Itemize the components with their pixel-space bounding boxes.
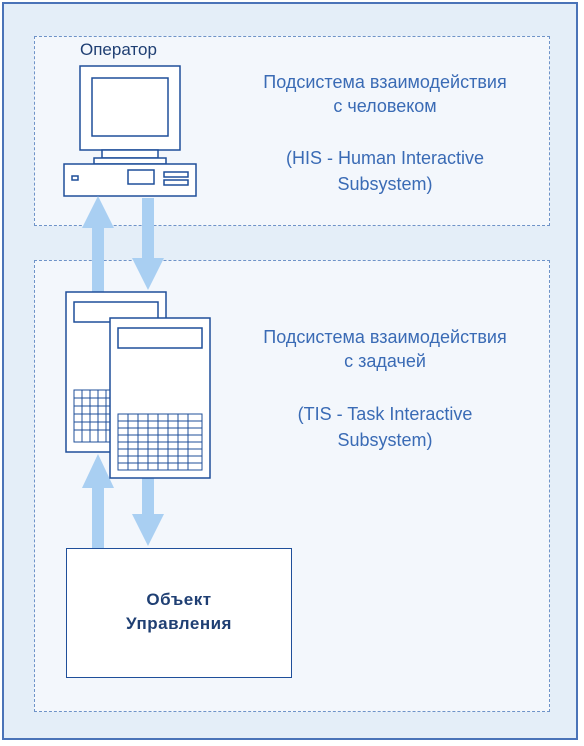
server-front-icon	[109, 317, 211, 479]
arrow-down-his	[132, 198, 164, 290]
arrow-up-his	[82, 196, 114, 296]
arrow-up-tis	[82, 454, 114, 552]
tis-title-line2: с задачей	[344, 351, 426, 371]
control-object-box	[66, 548, 292, 678]
monitor-neck	[101, 149, 159, 159]
his-title-line1: Подсистема взаимодействия	[263, 72, 507, 92]
computer-icon	[63, 65, 197, 197]
tis-english-line2: Subsystem)	[337, 430, 433, 450]
arrows	[82, 196, 164, 552]
slot-2	[163, 179, 189, 186]
his-english-line1: (HIS - Human Interactive	[285, 148, 485, 168]
his-english-line2: Subsystem)	[337, 174, 433, 194]
monitor-stand	[93, 157, 167, 165]
control-object-label-line1: Объект	[146, 590, 212, 609]
control-object-label-line2: Управления	[126, 614, 232, 633]
his-title-line2: с человеком	[333, 96, 437, 116]
tis-title-line1: Подсистема взаимодействия	[263, 327, 507, 347]
power-led	[71, 175, 79, 181]
server-back-grid	[73, 389, 115, 443]
tis-english-line1: (TIS - Task Interactive	[297, 404, 473, 424]
arrow-down-tis	[132, 478, 164, 546]
monitor-screen	[91, 77, 169, 137]
slot-1	[163, 171, 189, 178]
operator-label: Оператор	[80, 40, 157, 59]
drive-bay	[127, 169, 155, 185]
server-front-grid	[117, 413, 203, 471]
